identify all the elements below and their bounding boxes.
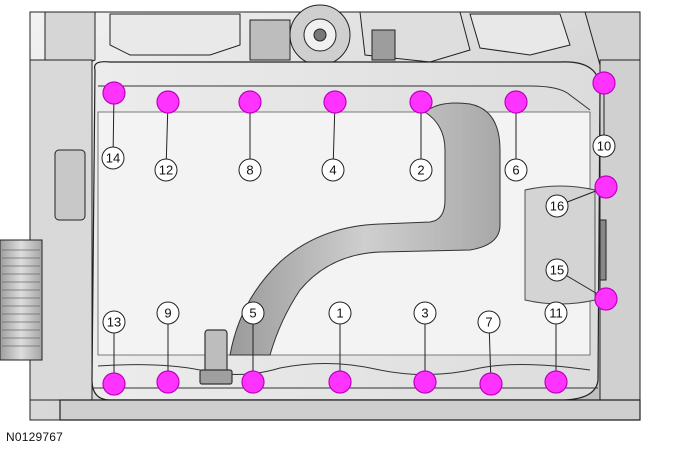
bolt-marker-8 xyxy=(238,90,262,114)
callout-7: 7 xyxy=(477,310,501,334)
callout-label-15: 15 xyxy=(550,263,564,278)
callout-16: 16 xyxy=(545,194,569,218)
callout-circle-1 xyxy=(328,301,352,325)
bolt-marker-1 xyxy=(328,370,352,394)
bolt-marker-15 xyxy=(594,287,618,311)
callout-6: 6 xyxy=(504,158,528,182)
bolt-marker-16 xyxy=(594,175,618,199)
callout-circle-5 xyxy=(241,301,265,325)
bolt-marker-7 xyxy=(479,372,503,396)
callout-label-4: 4 xyxy=(329,163,336,178)
callout-14: 14 xyxy=(101,146,125,170)
callout-circle-7 xyxy=(477,310,501,334)
callout-1: 1 xyxy=(328,301,352,325)
callout-circle-10 xyxy=(592,134,616,158)
callout-circle-2 xyxy=(409,158,433,182)
callout-circle-11 xyxy=(544,301,568,325)
callout-circle-12 xyxy=(154,158,178,182)
callout-circle-15 xyxy=(545,258,569,282)
callout-11: 11 xyxy=(544,301,568,325)
callout-circle-14 xyxy=(101,146,125,170)
left-side-components xyxy=(0,59,93,401)
callout-circle-4 xyxy=(321,158,345,182)
callout-label-16: 16 xyxy=(550,199,564,214)
bolt-marker-13 xyxy=(102,372,126,396)
callout-label-1: 1 xyxy=(336,306,343,321)
callout-circle-8 xyxy=(238,158,262,182)
callout-15: 15 xyxy=(545,258,569,282)
callout-circle-13 xyxy=(102,310,126,334)
callout-label-13: 13 xyxy=(107,315,121,330)
callout-label-9: 9 xyxy=(164,306,171,321)
callout-label-11: 11 xyxy=(549,306,563,321)
callout-4: 4 xyxy=(321,158,345,182)
callout-2: 2 xyxy=(409,158,433,182)
oil-pan xyxy=(59,61,641,421)
callout-5: 5 xyxy=(241,301,265,325)
bolt-marker-10 xyxy=(592,71,616,95)
callout-9: 9 xyxy=(156,301,180,325)
callout-label-10: 10 xyxy=(597,139,611,154)
bolt-marker-9 xyxy=(156,370,180,394)
bolt-marker-2 xyxy=(409,90,433,114)
callout-label-2: 2 xyxy=(417,163,424,178)
callout-8: 8 xyxy=(238,158,262,182)
callout-label-3: 3 xyxy=(421,306,428,321)
callout-10: 10 xyxy=(592,134,616,158)
callout-label-5: 5 xyxy=(249,306,256,321)
callout-circle-3 xyxy=(413,301,437,325)
callout-label-7: 7 xyxy=(485,315,492,330)
callout-circle-9 xyxy=(156,301,180,325)
callout-12: 12 xyxy=(154,158,178,182)
bolt-marker-11 xyxy=(544,370,568,394)
callout-label-12: 12 xyxy=(159,163,173,178)
upper-engine-components xyxy=(44,4,641,71)
bolt-marker-14 xyxy=(102,81,126,105)
callout-circle-16 xyxy=(545,194,569,218)
bolt-marker-12 xyxy=(156,90,180,114)
callout-circle-6 xyxy=(504,158,528,182)
callout-label-6: 6 xyxy=(512,163,519,178)
callout-label-14: 14 xyxy=(106,151,120,166)
bolt-marker-4 xyxy=(323,90,347,114)
bolt-marker-3 xyxy=(413,370,437,394)
callout-13: 13 xyxy=(102,310,126,334)
callout-label-8: 8 xyxy=(246,163,253,178)
bolt-marker-6 xyxy=(504,90,528,114)
bolt-marker-5 xyxy=(241,370,265,394)
callout-3: 3 xyxy=(413,301,437,325)
figure-id: N0129767 xyxy=(6,430,63,444)
bolt-markers xyxy=(102,71,618,396)
